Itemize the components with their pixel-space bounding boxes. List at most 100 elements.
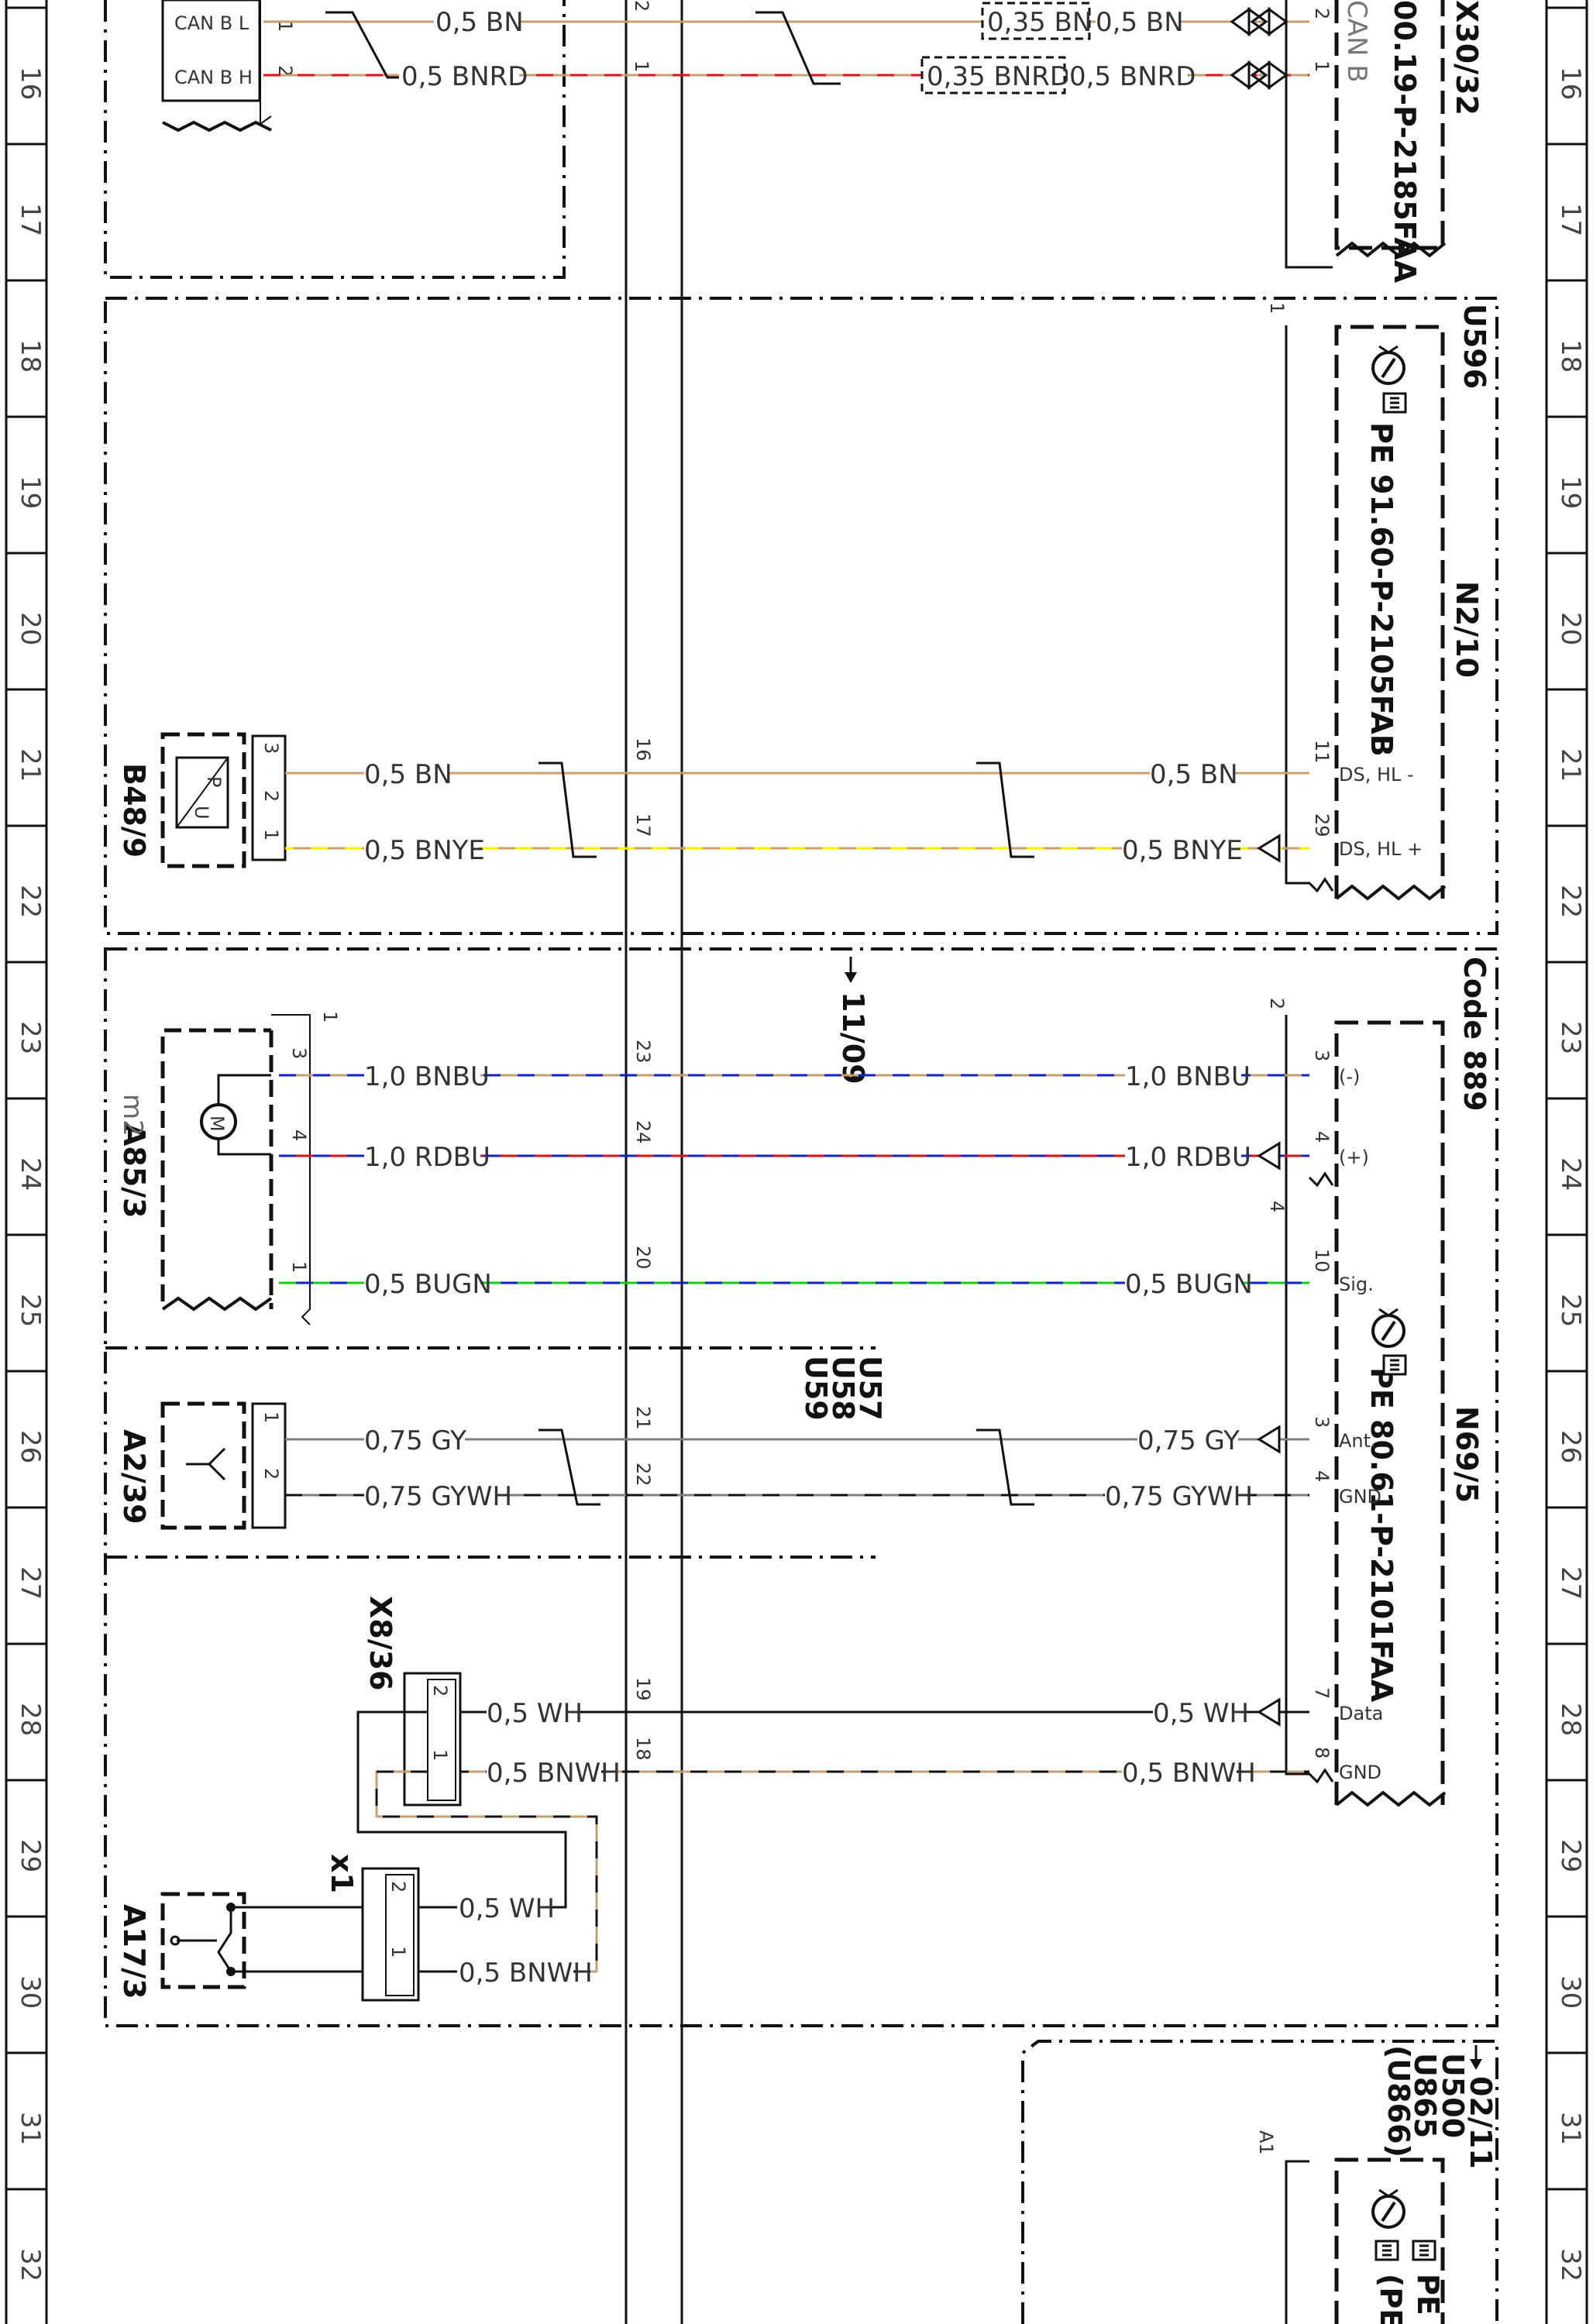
wire-label: 0,5 WH (487, 1698, 583, 1729)
hand-pointer-icon (1382, 392, 1407, 414)
pin-label: 1 (1311, 60, 1333, 72)
signal-label: GND (1339, 1762, 1381, 1783)
pin-label: 1 (288, 1261, 310, 1273)
pin-label: 4 (1311, 1131, 1333, 1143)
component-id-n2-10: N2/10 (1450, 581, 1484, 678)
usage-code: U500 (1436, 2053, 1470, 2138)
page-frame (5, 0, 1588, 2324)
usage-code: U59 (799, 1356, 833, 1421)
row-number: 26 (1555, 1430, 1586, 1463)
signal-label: Data (1339, 1703, 1383, 1724)
motor-sub-label: m2 (117, 1094, 148, 1136)
connector-id-x1: x1 (325, 1854, 359, 1893)
wire-label: 0,35 BNRD (927, 61, 1070, 92)
doc-ref: PE 91.60-P-2105FAB (1364, 422, 1399, 757)
pin-label: 22 (632, 1463, 654, 1487)
wire-label: 1,0 BNBU (364, 1061, 490, 1092)
row-number: 22 (1555, 885, 1586, 918)
corner-number: 1 (319, 1011, 341, 1023)
usage-code-889: Code 889 (1457, 957, 1492, 1112)
usage-code: U865 (1408, 2053, 1442, 2138)
row-number: 20 (15, 612, 46, 645)
pin-label: 7 (1311, 1687, 1333, 1699)
corner-number: 2 (1266, 998, 1288, 1009)
signal-label: GND (1339, 1486, 1381, 1508)
ref-arrow-label: 02/11 (1464, 2076, 1498, 2169)
row-number: 19 (1555, 476, 1586, 509)
pin-label: 3 (260, 742, 282, 754)
wire-label: 0,5 BN (1096, 7, 1184, 38)
pin-label: 2 (260, 1468, 282, 1480)
row-number: 18 (1555, 339, 1586, 373)
row-number: 16 (15, 67, 46, 100)
row-number: 27 (15, 1566, 46, 1600)
row-number: 17 (15, 203, 46, 236)
wire-label: 0,5 BNYE (364, 835, 485, 866)
row-number: 19 (15, 476, 46, 509)
control-unit-icon (1371, 1308, 1405, 1348)
pin-label: 2 (274, 65, 296, 77)
top-block: CAN B L CAN B H 1 2 0,5 BN 0,5 BNRD 0,35… (104, 0, 1484, 284)
motor-symbol-m: M (206, 1116, 228, 1132)
pin-label: 2 (1311, 8, 1333, 19)
wire-label: 0,35 BN (987, 7, 1092, 38)
row-number: 25 (1555, 1294, 1586, 1327)
can-b-h-label: CAN B H (174, 67, 253, 88)
wire-label: 0,75 GYWH (1105, 1481, 1253, 1512)
can-b-label: CAN B (1341, 0, 1372, 83)
pin-label: 20 (632, 1246, 654, 1270)
wire-label: 1,0 RDBU (1125, 1142, 1251, 1173)
row-number: 27 (1555, 1566, 1586, 1600)
corner-number: 1 (1266, 302, 1288, 314)
row-number: 32 (15, 2248, 46, 2281)
signal-label: DS, HL - (1339, 764, 1414, 786)
wire-label: 1,0 BNBU (1125, 1061, 1251, 1092)
pin-label: 1 (387, 1946, 409, 1958)
corner-number: A1 (1255, 2130, 1277, 2155)
pin-label: 1 (631, 60, 652, 72)
ref-arrow-label: 11/09 (836, 992, 870, 1085)
pin-label: 21 (632, 1406, 654, 1430)
signal-label: (-) (1339, 1066, 1360, 1088)
pin-label: 2 (260, 790, 282, 802)
usage-code: U57 (853, 1356, 887, 1421)
row-number: 28 (15, 1703, 46, 1736)
wire-label: 0,5 BNRD (1069, 61, 1196, 92)
motor-id-a85-3: A85/3 (117, 1123, 151, 1219)
wire-label: 0,5 WH (1153, 1698, 1249, 1729)
row-number: 20 (1555, 612, 1586, 645)
pin-label: 11 (1311, 740, 1333, 764)
wire-label: 0,5 BNWH (487, 1758, 621, 1789)
sensor-symbol-p: P (203, 776, 225, 787)
pin-label: 3 (288, 1047, 310, 1059)
signal-label: DS, HL + (1339, 838, 1423, 860)
usage-code: U58 (826, 1356, 860, 1421)
pin-label: 8 (1311, 1747, 1333, 1758)
antenna-id-a2-39: A2/39 (117, 1429, 151, 1525)
wire-label: 0,5 WH (459, 1893, 555, 1924)
row-number: 17 (1555, 203, 1586, 236)
bottom-block: 02/11 U500 U865 (U866) A1 PE (PE (1021, 2040, 1498, 2324)
row-number: 26 (15, 1430, 46, 1463)
signal-label: (+) (1339, 1147, 1369, 1168)
pin-label: 23 (632, 1040, 654, 1064)
control-unit-icon (1371, 2188, 1405, 2229)
hand-pointer-icon (1382, 1354, 1407, 1376)
wire-label: 0,5 BN (435, 7, 524, 38)
pin-label: 18 (632, 1737, 654, 1761)
row-number: 31 (1555, 2112, 1586, 2145)
row-grid-ticks (6, 6, 1587, 2191)
pin-label: 2 (387, 1881, 409, 1893)
row-number: 31 (15, 2112, 46, 2145)
wire-label: 0,75 GY (364, 1425, 466, 1456)
row-number: 32 (1555, 2248, 1586, 2281)
pin-label: 1 (274, 20, 296, 32)
usage-code: (U866) (1381, 2045, 1416, 2157)
n69-5-block: Code 889 N69/5 PE 80.61-P-2101FAA 2 4 11… (104, 947, 1498, 2027)
row-number: 22 (15, 885, 46, 918)
row-number: 23 (1555, 1021, 1586, 1054)
pin-label: 16 (632, 737, 654, 761)
usage-code: U596 (1457, 304, 1492, 389)
pin-label: 4 (288, 1129, 310, 1141)
